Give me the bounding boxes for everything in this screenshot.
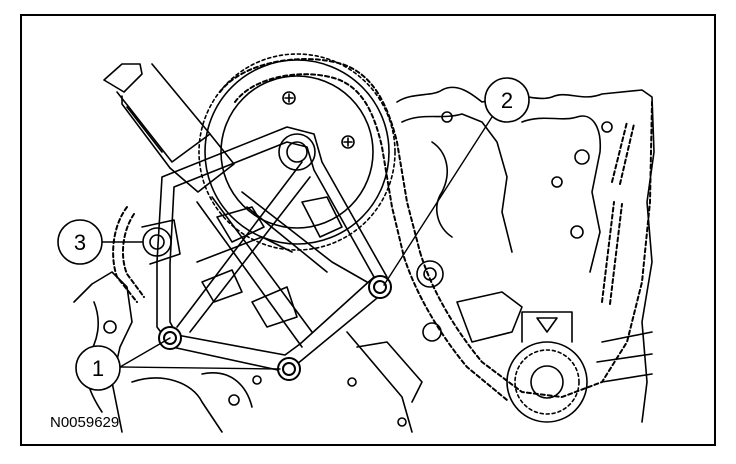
callout-3: 3	[57, 219, 103, 265]
leader-1	[119, 366, 281, 370]
leader-1b	[119, 337, 171, 368]
callout-2-label: 2	[501, 88, 513, 113]
callout-leaders	[101, 116, 493, 370]
lower-right-gear	[506, 311, 588, 423]
leader-2	[383, 116, 493, 286]
callout-2: 2	[484, 77, 530, 123]
diagram-frame: 1 2 3 N0059629	[20, 14, 716, 446]
timing-chain	[112, 58, 653, 401]
cam-phaser-solenoid	[103, 63, 235, 193]
callout-1-label: 1	[92, 356, 104, 381]
camshaft-sprocket	[198, 53, 396, 251]
callout-1: 1	[75, 345, 121, 391]
callout-3-label: 3	[74, 230, 86, 255]
lower-center-details	[252, 331, 423, 433]
left-pivot-boss	[141, 219, 181, 265]
tensioner-bracket	[156, 126, 388, 373]
bolt-lower-center	[277, 357, 301, 381]
idler-gear	[416, 260, 523, 343]
engine-timing-cover-illustration: 1 2 3	[57, 53, 655, 433]
figure-id-label: N0059629	[50, 414, 120, 431]
